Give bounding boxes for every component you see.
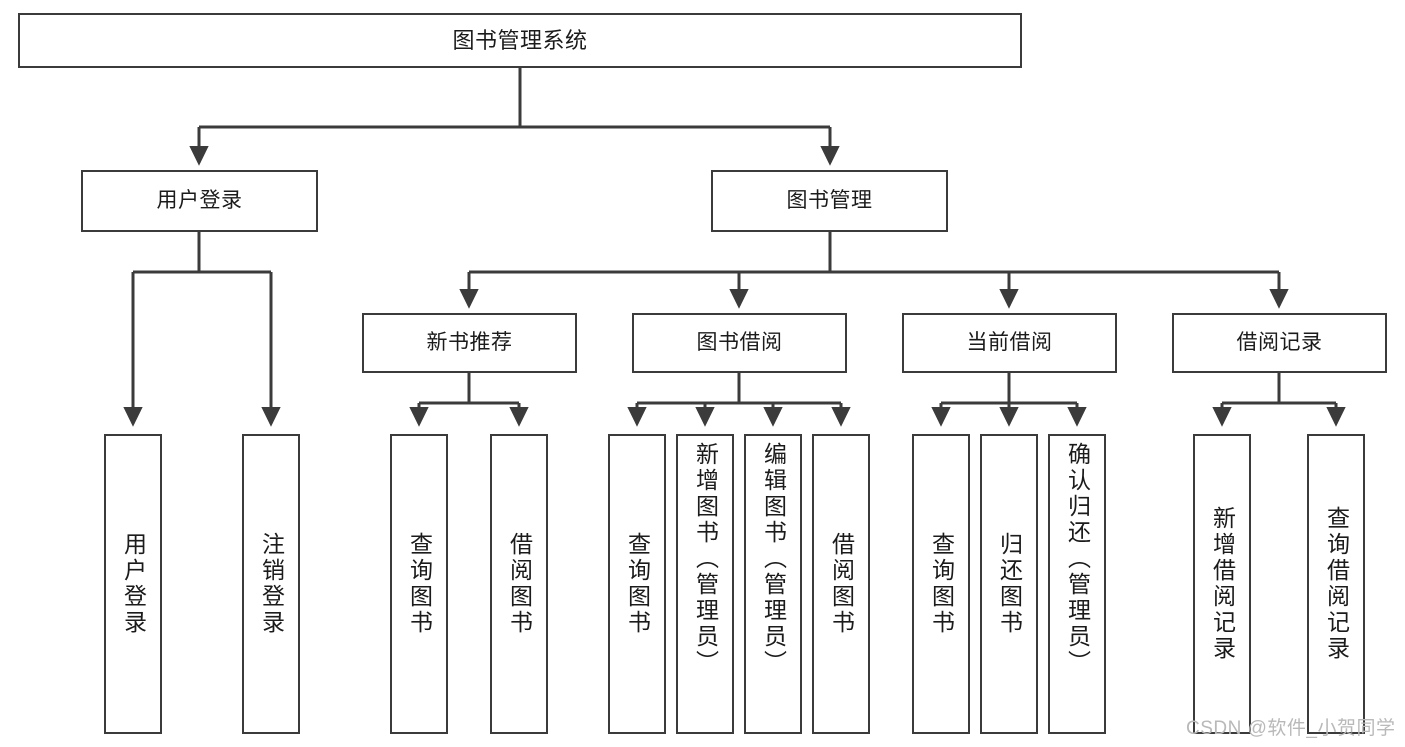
node-borrow-records[interactable]: 借阅记录: [1172, 313, 1387, 373]
leaf-query-borrow-record[interactable]: 查询借阅记录: [1307, 434, 1365, 734]
node-label: 新增借阅记录: [1209, 506, 1236, 662]
node-label: 确认归还（管理员）: [1064, 442, 1091, 676]
node-new-book-recommendation[interactable]: 新书推荐: [362, 313, 577, 373]
node-label: 新书推荐: [426, 330, 513, 354]
node-book-borrowing[interactable]: 图书借阅: [632, 313, 847, 373]
leaf-add-borrow-record[interactable]: 新增借阅记录: [1193, 434, 1251, 734]
node-label: 注销登录: [258, 532, 285, 636]
leaf-query-books-borrow[interactable]: 查询图书: [608, 434, 666, 734]
node-label: 图书借阅: [696, 330, 783, 354]
node-label: 借阅记录: [1236, 330, 1323, 354]
leaf-query-books-current[interactable]: 查询图书: [912, 434, 970, 734]
leaf-edit-book-admin[interactable]: 编辑图书（管理员）: [744, 434, 802, 734]
leaf-borrow-books[interactable]: 借阅图书: [812, 434, 870, 734]
node-label: 查询图书: [928, 532, 955, 636]
leaf-add-book-admin[interactable]: 新增图书（管理员）: [676, 434, 734, 734]
watermark-text: CSDN @软件_小贺同学: [1186, 718, 1396, 739]
node-label: 编辑图书（管理员）: [760, 442, 787, 676]
node-book-management[interactable]: 图书管理: [711, 170, 948, 232]
leaf-return-books[interactable]: 归还图书: [980, 434, 1038, 734]
node-current-borrowing[interactable]: 当前借阅: [902, 313, 1117, 373]
node-label: 查询借阅记录: [1323, 506, 1350, 662]
node-root-book-management-system[interactable]: 图书管理系统: [18, 13, 1022, 68]
leaf-borrow-books-recommend[interactable]: 借阅图书: [490, 434, 548, 734]
node-label: 归还图书: [996, 532, 1023, 636]
node-user-login[interactable]: 用户登录: [81, 170, 318, 232]
node-label: 查询图书: [406, 532, 433, 636]
node-label: 用户登录: [156, 188, 243, 212]
leaf-confirm-return-admin[interactable]: 确认归还（管理员）: [1048, 434, 1106, 734]
node-label: 用户登录: [120, 532, 147, 636]
node-label: 图书管理: [786, 188, 873, 212]
leaf-query-books-recommend[interactable]: 查询图书: [390, 434, 448, 734]
leaf-user-login-action[interactable]: 用户登录: [104, 434, 162, 734]
node-label: 借阅图书: [506, 532, 533, 636]
node-label: 当前借阅: [966, 330, 1053, 354]
node-label: 图书管理系统: [452, 27, 588, 53]
node-label: 借阅图书: [828, 532, 855, 636]
node-label: 新增图书（管理员）: [692, 442, 719, 676]
leaf-logout[interactable]: 注销登录: [242, 434, 300, 734]
node-label: 查询图书: [624, 532, 651, 636]
